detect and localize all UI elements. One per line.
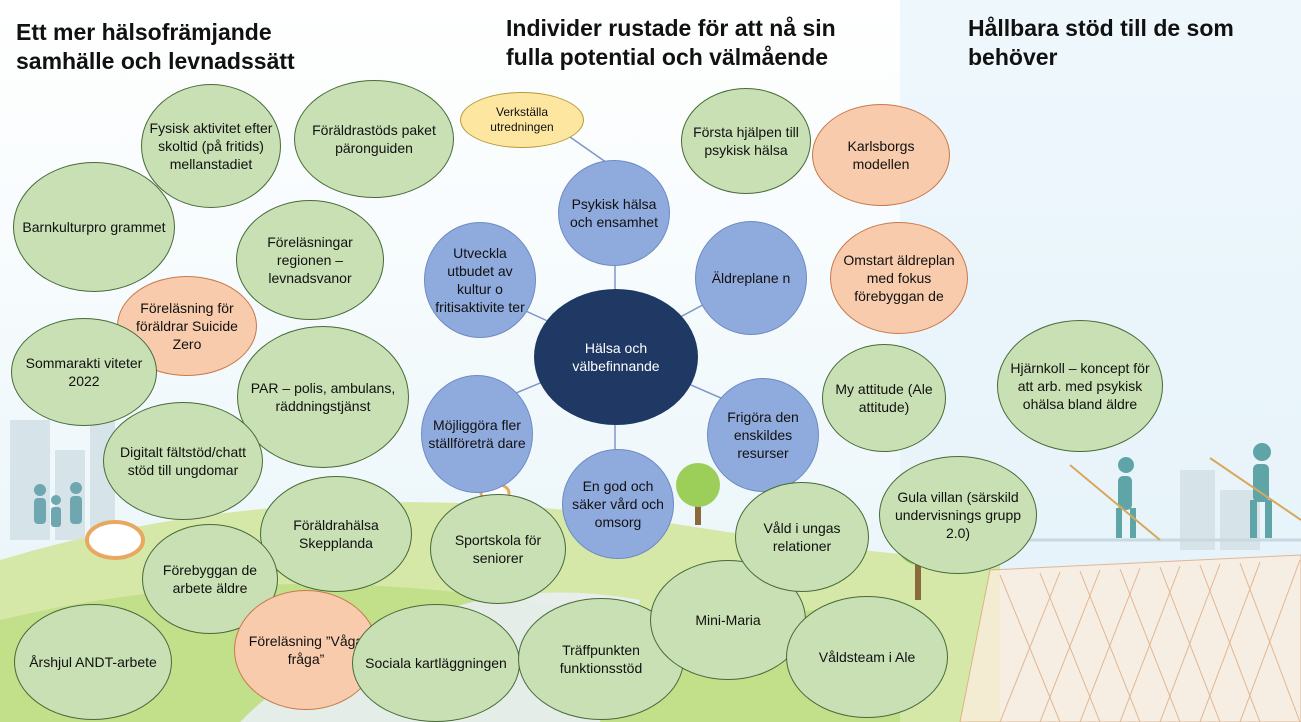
node-arshjul: Årshjul ANDT-arbete [14, 604, 172, 720]
heading-center: Individer rustade för att nå sin fulla p… [506, 15, 836, 70]
node-frigora-resurser: Frigöra den enskildes resurser [707, 378, 819, 492]
node-mojliggora: Möjliggöra fler ställföreträ dare [421, 375, 533, 493]
heading-right: Hållbara stöd till de som behöver [968, 15, 1234, 70]
node-my-attitude: My attitude (Ale attitude) [822, 344, 946, 452]
node-utveckla-kultur: Utveckla utbudet av kultur o fritisaktiv… [424, 222, 536, 338]
heading-left: Ett mer hälsofrämjande samhälle och levn… [16, 19, 295, 74]
node-sportskola: Sportskola för seniorer [430, 494, 566, 604]
node-barnkultur: Barnkulturpro grammet [13, 162, 175, 292]
node-omstart-aldreplan: Omstart äldreplan med fokus förebyggan d… [830, 222, 968, 334]
node-foraldrahalsa: Föräldrahälsa Skepplanda [260, 476, 412, 592]
node-sommaraktiviteter: Sommarakti viteter 2022 [11, 318, 157, 426]
center-node: Hälsa och välbefinnande [534, 289, 698, 425]
node-par: PAR – polis, ambulans, räddningstjänst [237, 326, 409, 468]
node-valdsteam: Våldsteam i Ale [786, 596, 948, 718]
node-god-vard: En god och säker vård och omsorg [562, 449, 674, 559]
node-hjarnkoll: Hjärnkoll – koncept för att arb. med psy… [997, 320, 1163, 452]
node-forsta-hjalpen: Första hjälpen till psykisk hälsa [681, 88, 811, 194]
node-sociala-kartlaggningen: Sociala kartläggningen [352, 604, 520, 722]
node-psykisk-halsa: Psykisk hälsa och ensamhet [558, 160, 670, 266]
node-karlsborgs: Karlsborgs modellen [812, 104, 950, 206]
node-gula-villan: Gula villan (särskild undervisnings grup… [879, 456, 1037, 574]
node-verkstalla: Verkställa utredningen [460, 92, 584, 148]
node-vald-ungas-relationer: Våld i ungas relationer [735, 482, 869, 592]
node-forelasningar-regionen: Föreläsningar regionen – levnadsvanor [236, 200, 384, 320]
node-aldreplanen: Äldreplane n [695, 221, 807, 335]
node-foraldrastod: Föräldrastöds paket päronguiden [294, 80, 454, 198]
node-fysisk-aktivitet: Fysisk aktivitet efter skoltid (på friti… [141, 84, 281, 208]
node-digitalt-faltstod: Digitalt fältstöd/chatt stöd till ungdom… [103, 402, 263, 520]
